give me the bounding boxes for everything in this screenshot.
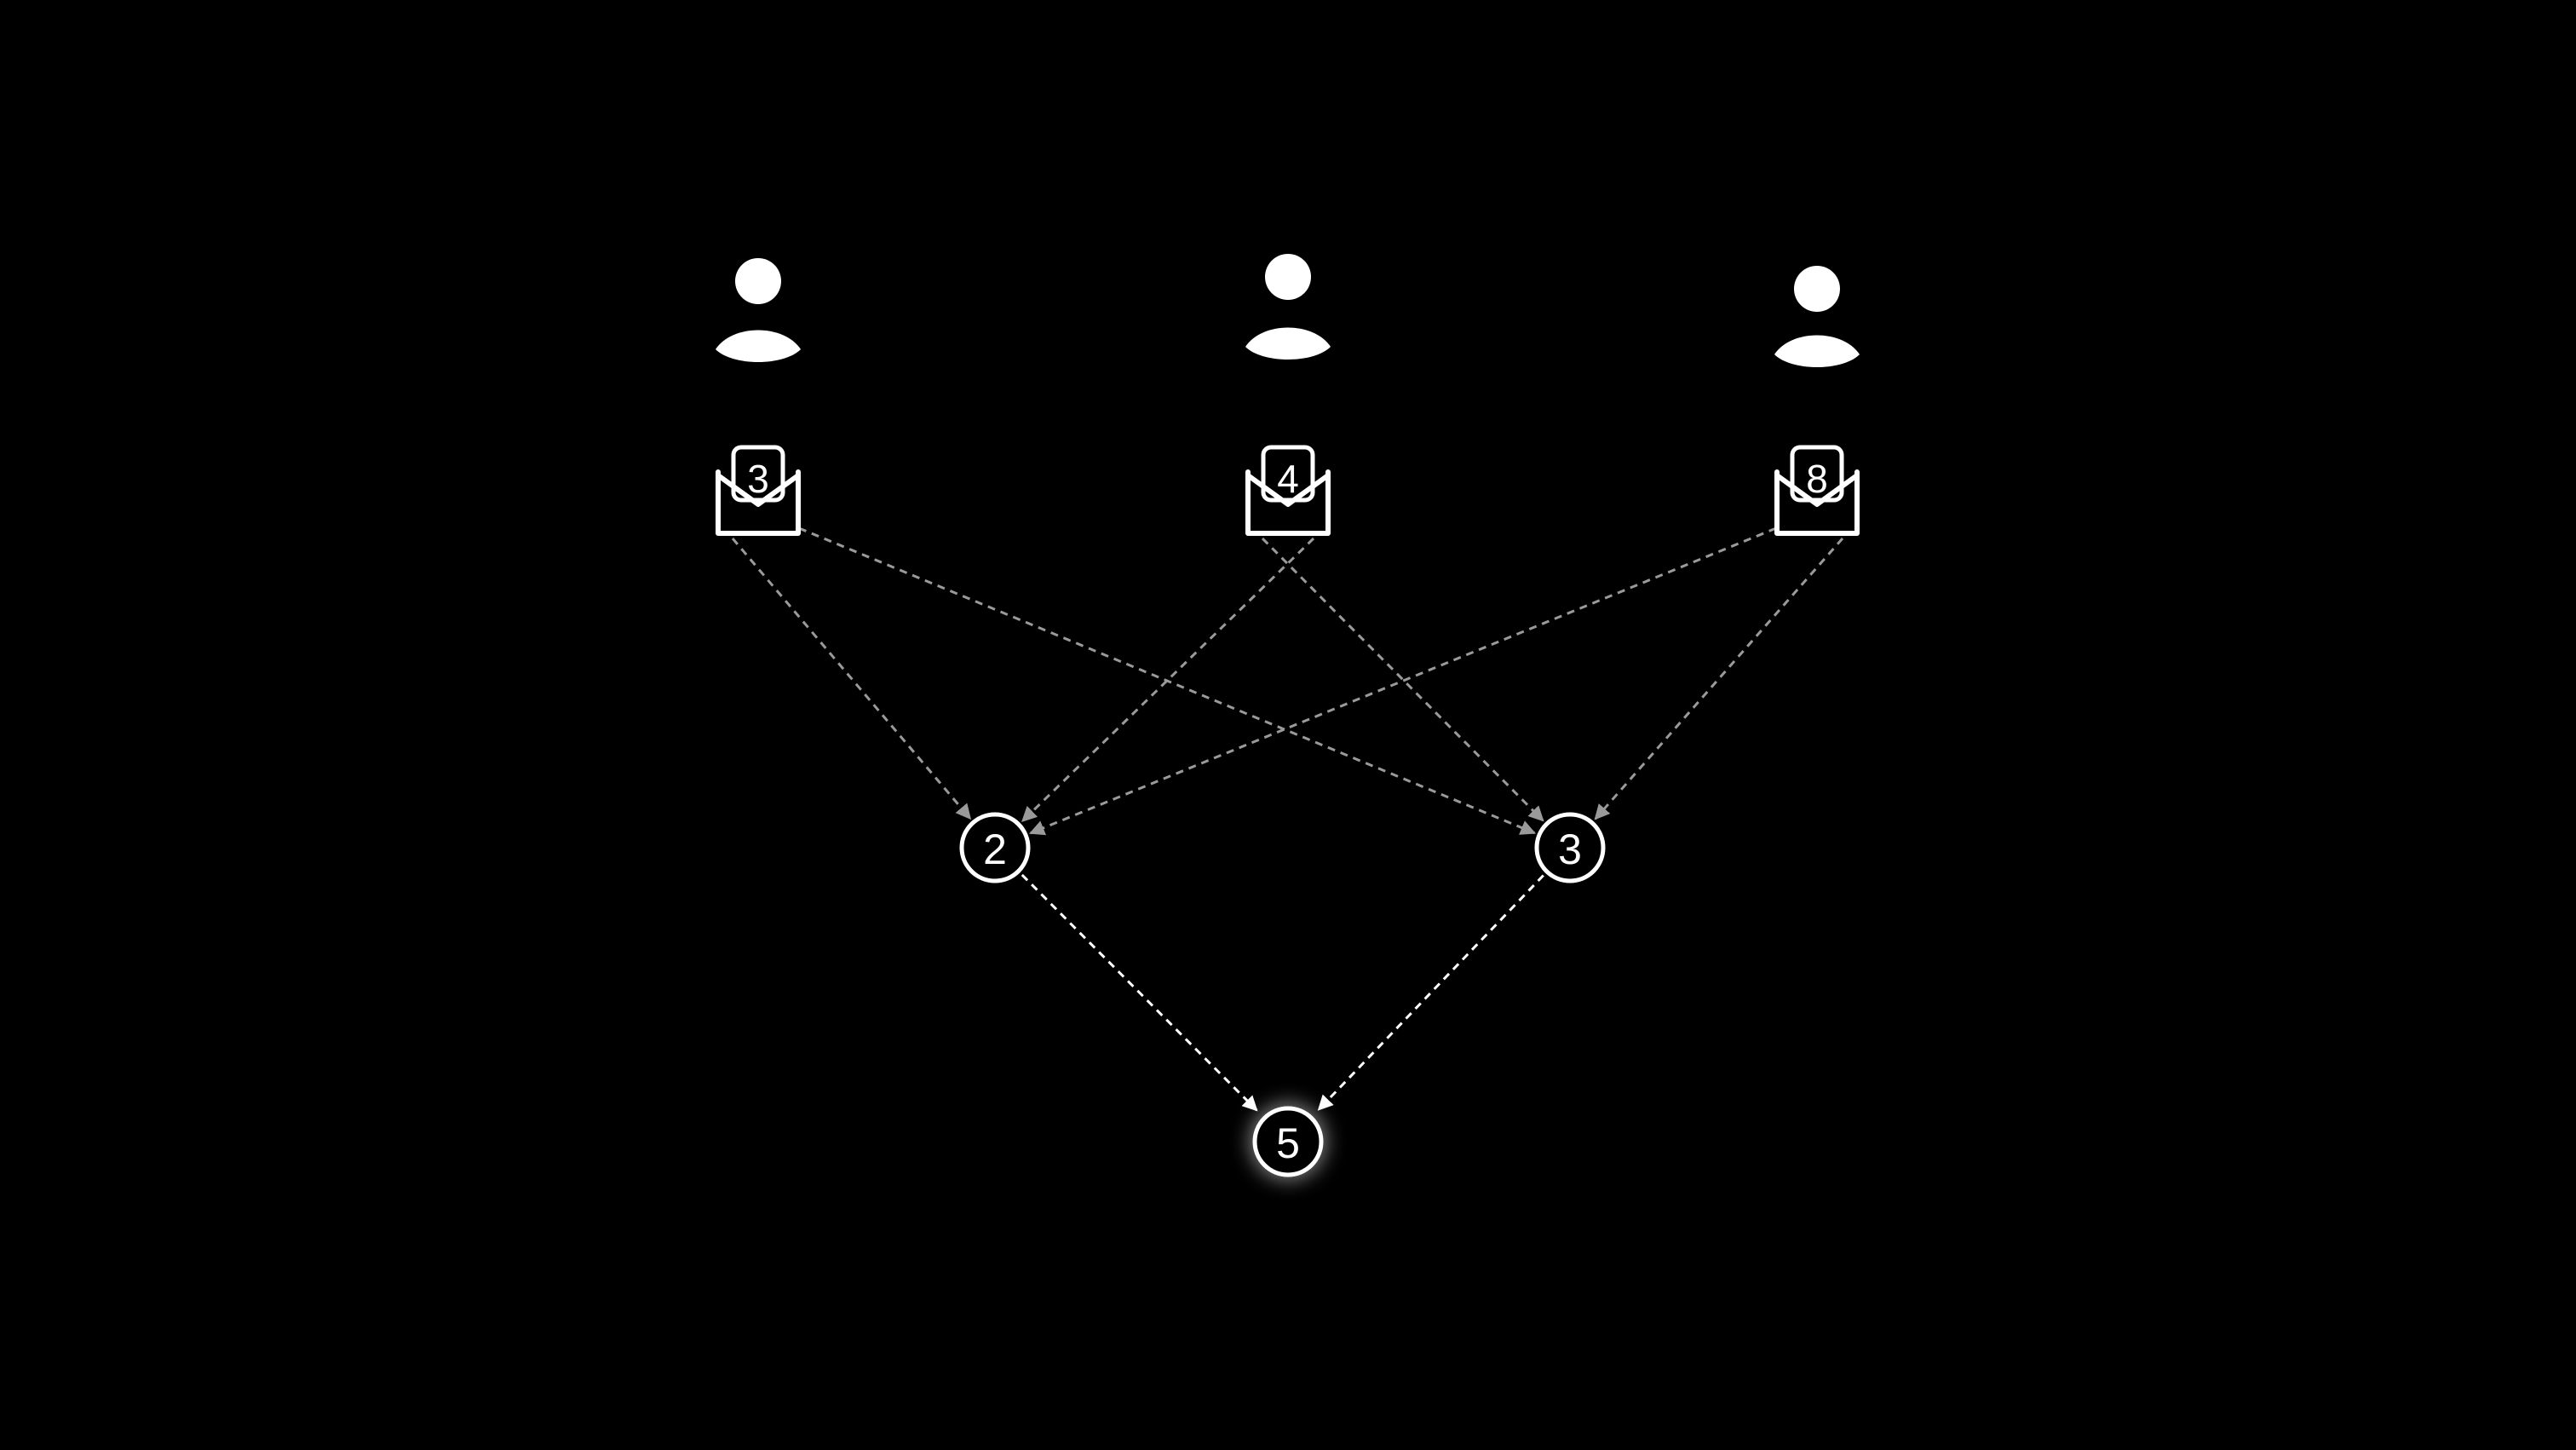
person-icon — [1245, 254, 1331, 360]
edge-voter-1-to-aggregator-2 — [798, 526, 1537, 835]
ballot-value: 8 — [1806, 457, 1828, 501]
edge-voter-3-to-aggregator-1 — [1029, 526, 1777, 836]
aggregator-value: 2 — [983, 826, 1007, 873]
voter-1 — [716, 258, 801, 362]
edge-aggregator-1-to-result — [1021, 873, 1258, 1112]
voter-2 — [1245, 254, 1331, 360]
edges — [731, 526, 1844, 1112]
aggregator-value: 3 — [1558, 826, 1582, 873]
edge-voter-2-to-aggregator-2 — [1261, 537, 1544, 822]
ballot-value: 4 — [1277, 457, 1299, 501]
person-icon — [716, 258, 801, 362]
ballot-2: 4 — [1245, 445, 1331, 536]
envelope-ballot-icon: 8 — [1774, 445, 1860, 536]
aggregator-1: 2 — [959, 812, 1031, 883]
edge-aggregator-2-to-result — [1317, 874, 1544, 1111]
person-icon — [1774, 266, 1860, 367]
ballot-3: 8 — [1774, 445, 1860, 536]
envelope-ballot-icon: 3 — [716, 445, 801, 536]
edge-voter-1-to-aggregator-1 — [731, 538, 972, 820]
edge-voter-3-to-aggregator-2 — [1594, 538, 1844, 820]
result-value: 5 — [1276, 1119, 1300, 1167]
ballot-1: 3 — [716, 445, 801, 536]
result-node: 5 — [1252, 1106, 1324, 1177]
edge-voter-2-to-aggregator-1 — [1021, 537, 1315, 822]
voter-3 — [1774, 266, 1860, 367]
envelope-ballot-icon: 4 — [1245, 445, 1331, 536]
aggregator-2: 3 — [1534, 812, 1606, 883]
ballot-value: 3 — [747, 457, 769, 501]
